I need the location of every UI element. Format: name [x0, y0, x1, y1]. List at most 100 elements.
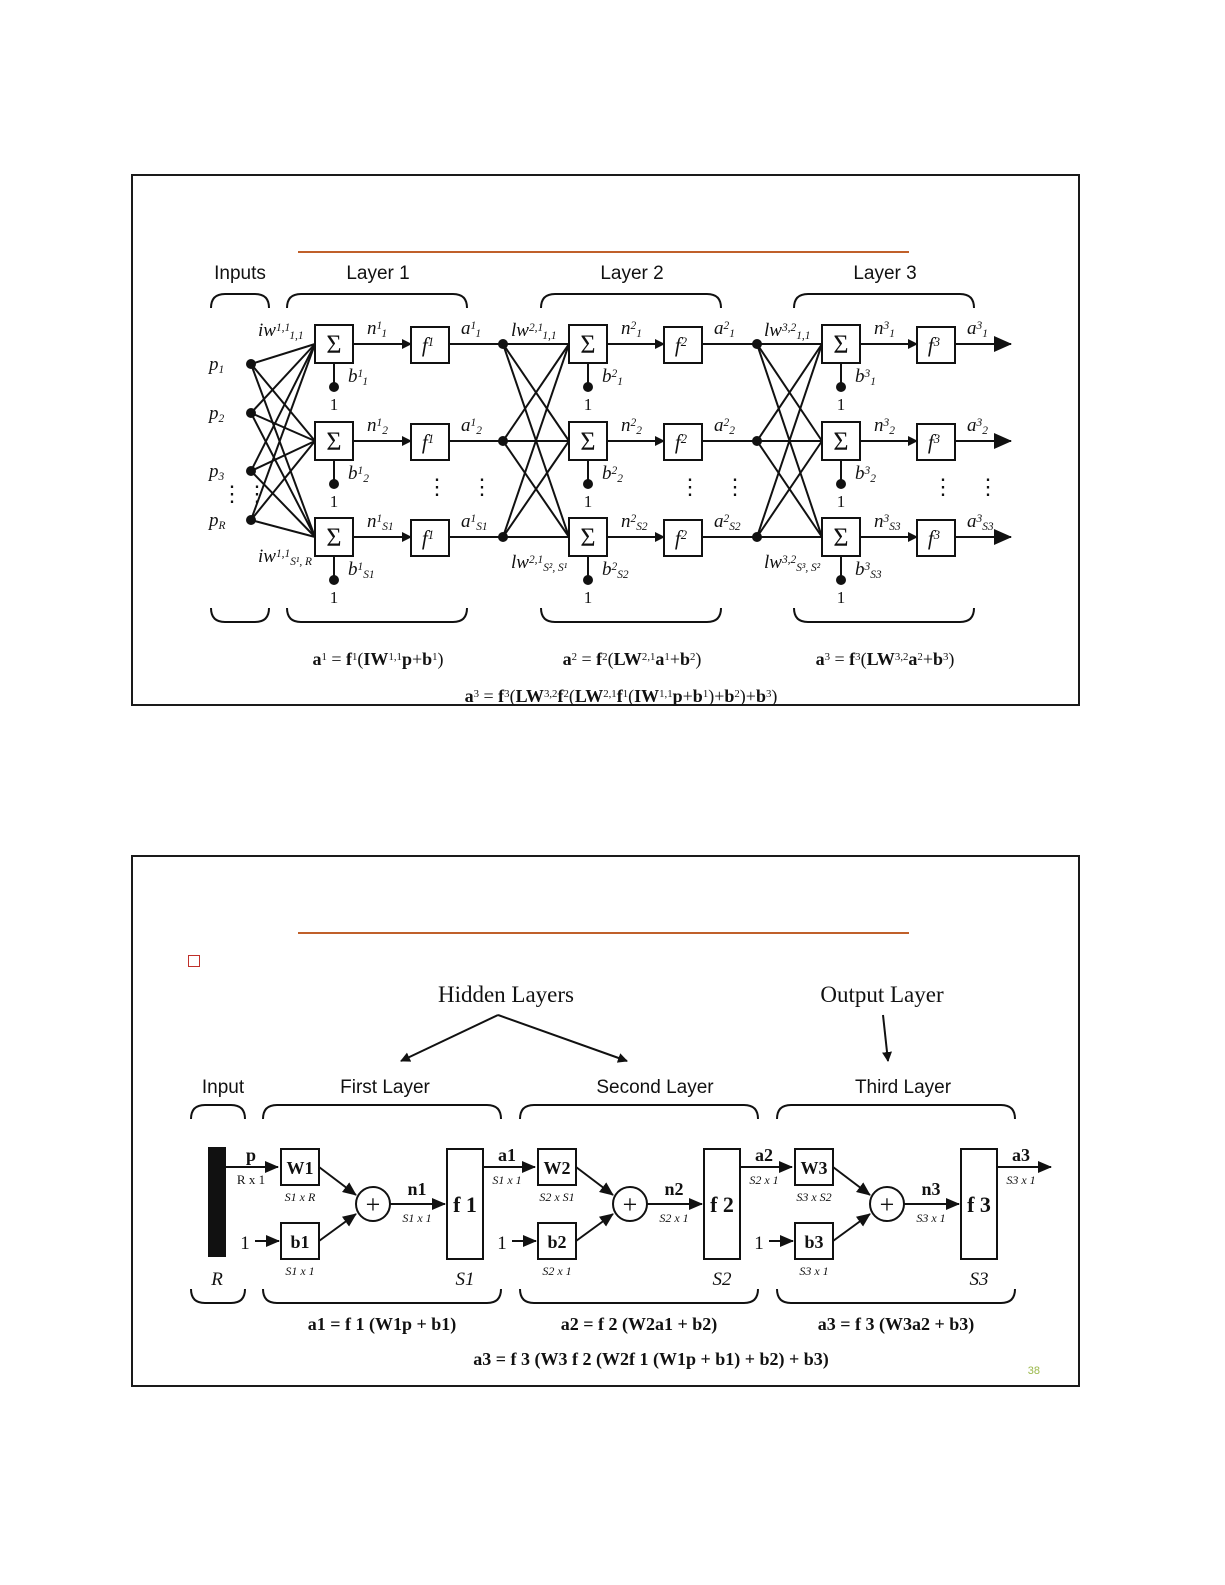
layer-output-label: a2 [755, 1145, 773, 1165]
transfer-function-box [663, 519, 703, 557]
bias-input-one: 1 [584, 588, 593, 607]
net-input-label: n3 [921, 1179, 940, 1199]
input-weight-connection [250, 363, 316, 538]
layer-output-label: a12 [461, 415, 482, 437]
input-weight-connection [250, 470, 316, 538]
layer-output-dim-label: S3 x 1 [1006, 1173, 1035, 1187]
inputs-brace-bottom [210, 607, 270, 623]
output-ellipsis: ⋮ [977, 474, 999, 499]
summation-icon: Σ [580, 427, 595, 456]
bias-node [583, 575, 593, 585]
net-dim-label: S1 x 1 [402, 1211, 431, 1225]
transfer-function-label: f2 [675, 333, 688, 357]
net-input-label: n32 [874, 415, 895, 437]
net-input-label: n11 [367, 318, 387, 340]
equation-combined: a3 = f 3 (W3 f 2 (W2f 1 (W1p + b1) + b2)… [473, 1349, 829, 1370]
layer-label-2: Layer 2 [600, 263, 663, 284]
summation-icon: Σ [326, 523, 341, 552]
layer-weight-connection [502, 343, 570, 442]
weight-dim-label: S2 x S1 [539, 1190, 574, 1204]
transfer-function-label: f2 [675, 526, 688, 550]
layer2-brace-bottom [540, 607, 722, 623]
weight-box [280, 1148, 320, 1186]
input-weight-connection [250, 343, 316, 521]
weight-label-iw-last: iw1,1S¹, R [258, 546, 312, 568]
layer1-brace-bottom [262, 1288, 502, 1304]
bias-input-one: 1 [837, 588, 846, 607]
layer-output-label: a21 [714, 318, 735, 340]
summation-icon: Σ [833, 427, 848, 456]
equation-layer2: a2 = f2(LW2,1a1+b2) [563, 649, 702, 670]
layer-size-label: S2 [713, 1269, 733, 1290]
output-ellipsis: ⋮ [471, 474, 493, 499]
output-ellipsis: ⋮ [724, 474, 746, 499]
hidden-arrow-right [497, 1014, 628, 1063]
transfer-function-label: f 2 [710, 1192, 734, 1217]
neuron-ellipsis: ⋮ [679, 474, 701, 499]
input-weight-connection [250, 440, 316, 472]
transfer-function-box [663, 326, 703, 364]
layer1-brace-bottom [286, 607, 468, 623]
transfer-function-label: f1 [422, 430, 434, 454]
layer-output-label: a32 [967, 415, 988, 437]
equation-layer1: a1 = f 1 (W1p + b1) [308, 1314, 457, 1335]
transfer-function-label: f3 [928, 526, 940, 550]
output-layer-label: Output Layer [820, 982, 944, 1007]
neuron-ellipsis: ⋮ [932, 474, 954, 499]
transfer-function-label: f3 [928, 333, 940, 357]
bias-to-sum-arrow [575, 1213, 614, 1242]
bias-to-sum-arrow [318, 1213, 357, 1242]
layer-weight-connection [502, 343, 570, 538]
layer1-brace-top [286, 293, 468, 309]
layer-output-label: a31 [967, 318, 988, 340]
net-input-label: n3S3 [874, 511, 901, 533]
net-input-label: n2 [664, 1179, 683, 1199]
net-input-label: n1S1 [367, 511, 394, 533]
input-weight-connection [250, 412, 316, 442]
weight-label-lw32-last: lw3,2S³, S² [764, 552, 821, 574]
layer3-brace-top [793, 293, 975, 309]
layer3-brace-bottom [793, 607, 975, 623]
bias-label: b11 [348, 366, 368, 388]
bias-node [583, 479, 593, 489]
weight-to-sum-arrow [318, 1166, 357, 1196]
transfer-function-box [446, 1148, 484, 1260]
bias-input-one: 1 [754, 1233, 764, 1254]
weight-box [794, 1148, 834, 1186]
bias-box [537, 1222, 577, 1260]
bias-input-one: 1 [240, 1233, 250, 1254]
bias-label: b32 [855, 463, 876, 485]
layer-output-label: a11 [461, 318, 481, 340]
transfer-function-label: f3 [928, 430, 940, 454]
layer2-brace-bottom [519, 1288, 759, 1304]
hidden-arrow-left [400, 1014, 499, 1062]
page-number: 38 [1027, 1365, 1040, 1377]
equation-layer2: a2 = f 2 (W2a1 + b2) [561, 1314, 718, 1335]
bias-node [836, 479, 846, 489]
input-weight-connection [250, 440, 316, 521]
bias-label: b21 [602, 366, 623, 388]
net-input-label: n12 [367, 415, 388, 437]
summation-icon: Σ [326, 427, 341, 456]
bias-label: b1S1 [348, 559, 375, 581]
weight-to-sum-arrow [575, 1166, 614, 1196]
net-dim-label: S3 x 1 [916, 1211, 945, 1225]
input-size-label: R [210, 1269, 223, 1290]
transfer-function-box [703, 1148, 741, 1260]
inputs-brace-top [210, 293, 270, 309]
equation-layer1: a1 = f1(IW1,1p+b1) [312, 649, 443, 670]
layer-size-label: S1 [456, 1269, 475, 1290]
layer2-brace-top [519, 1104, 759, 1120]
transfer-function-label: f 1 [453, 1192, 477, 1217]
layer-weight-connection [756, 440, 823, 538]
transfer-function-box [410, 326, 450, 364]
bias-dim-label: S1 x 1 [285, 1264, 314, 1278]
layer-label-3: Layer 3 [853, 263, 916, 284]
input-weight-connection [250, 343, 316, 365]
bias-input-one: 1 [837, 395, 846, 414]
input-symbol-4: pR [207, 510, 226, 532]
equation-layer3: a3 = f3(LW3,2a2+b3) [816, 649, 955, 670]
layer-output-dim-label: S1 x 1 [492, 1173, 521, 1187]
input-symbol-2: p2 [207, 403, 225, 425]
